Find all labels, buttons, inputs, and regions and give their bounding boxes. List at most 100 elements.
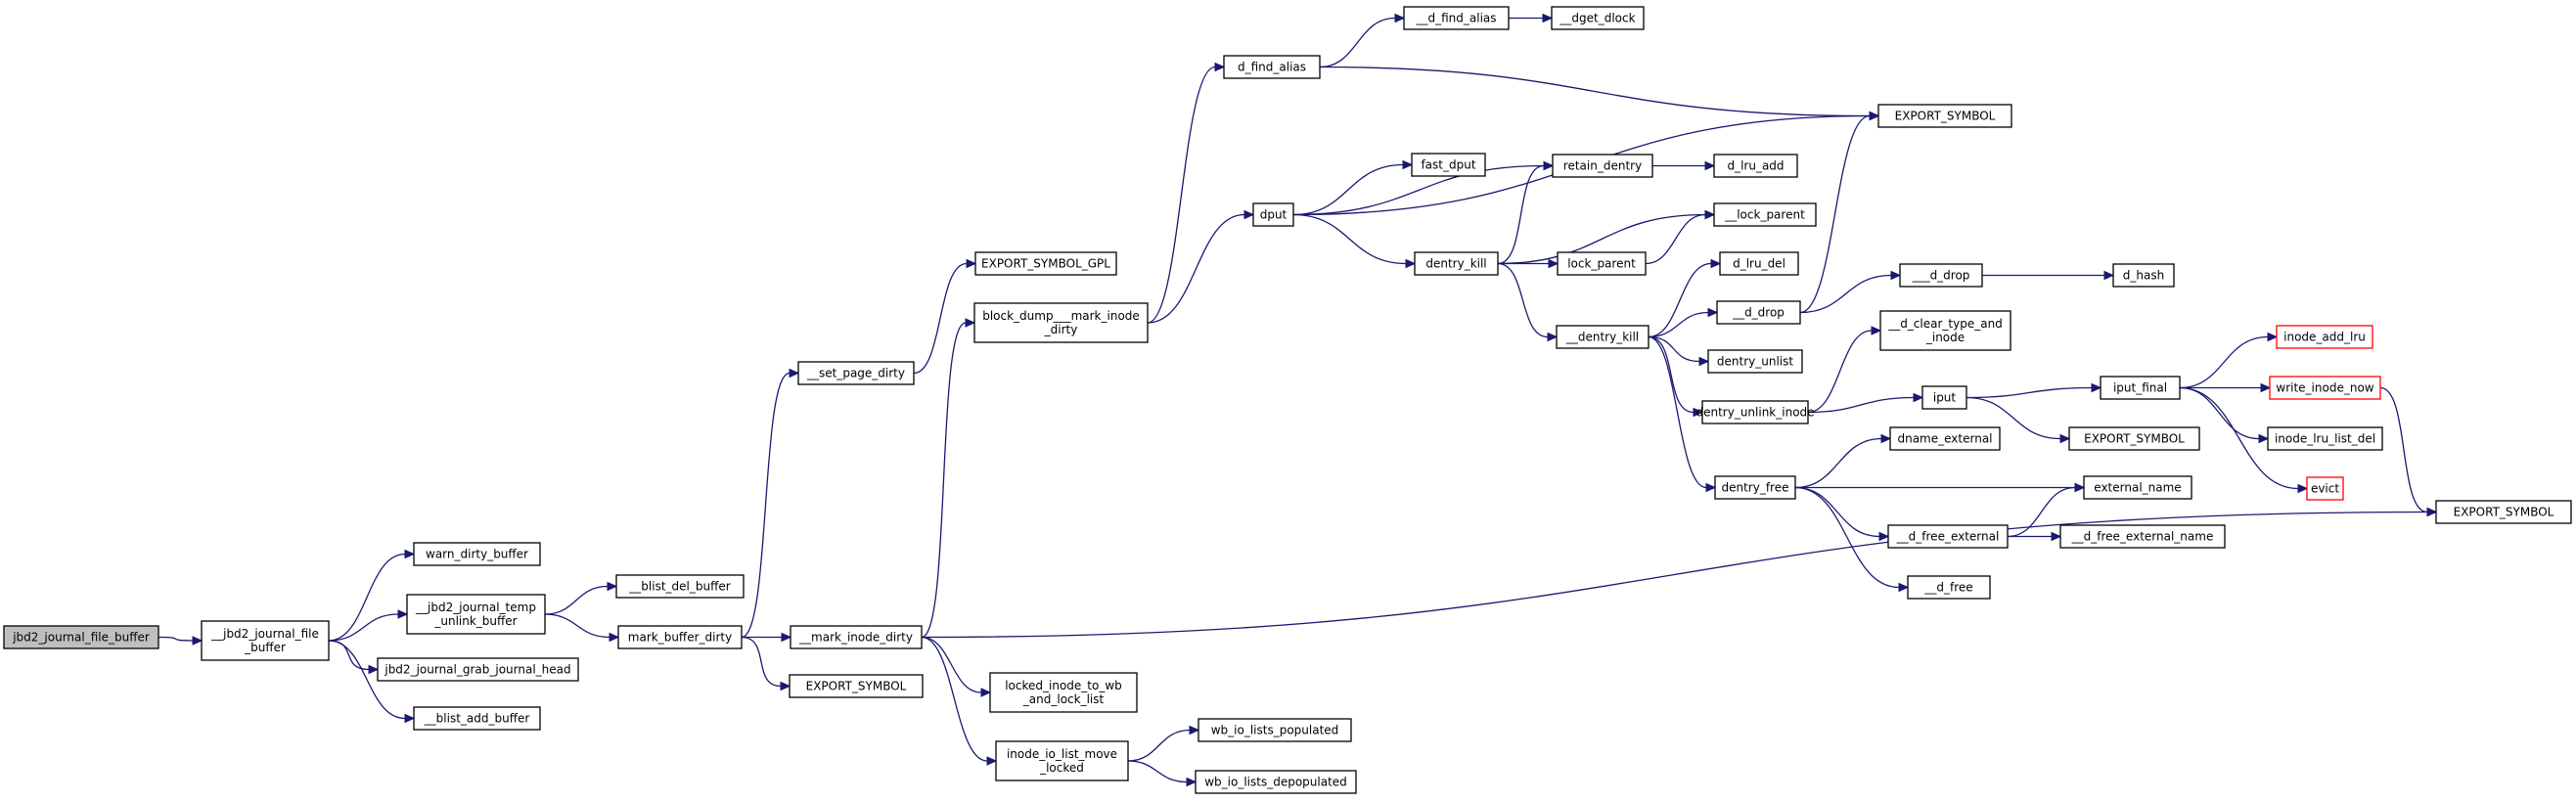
node-box: [1719, 251, 1799, 276]
node-label: __d_free: [1923, 581, 1972, 595]
function-node-d-hash[interactable]: d_hash: [2112, 263, 2175, 288]
call-edge-dput-to-fdput: [1292, 159, 1414, 216]
function-node-dentry-unlink-inode[interactable]: dentry_unlink_inode: [1695, 400, 1815, 424]
function-node-export-symbol-gpl[interactable]: EXPORT_SYMBOL_GPL: [974, 251, 1117, 276]
function-node-export-symbol[interactable]: EXPORT_SYMBOL: [1877, 104, 2012, 128]
node-box: [1899, 263, 1983, 288]
function-node-block-dump-mark-inode-dirty[interactable]: block_dump___mark_inode_dirty: [973, 302, 1149, 343]
function-node-d-clear-type-and-inode[interactable]: __d_clear_type_and_inode: [1879, 310, 2011, 351]
function-node-export-symbol[interactable]: EXPORT_SYMBOL: [2068, 426, 2200, 451]
call-edge-iputf-to-ial: [2179, 332, 2279, 389]
function-node-dentry-kill[interactable]: dentry_kill: [1414, 251, 1499, 276]
node-box: [1716, 300, 1801, 325]
function-node-write-inode-now[interactable]: write_inode_now: [2269, 376, 2381, 400]
call-edge-jfb-to-bab: [328, 640, 416, 724]
function-node-jbd2-journal-grab-journal-head[interactable]: jbd2_journal_grab_journal_head: [377, 657, 579, 682]
function-node-jbd2-journal-temp-unlink-buffer[interactable]: __jbd2_journal_temp_unlink_buffer: [406, 594, 546, 635]
function-node-iput-final[interactable]: iput_final: [2100, 376, 2181, 400]
call-edge-ddrop-to-dhash: [1981, 270, 2115, 281]
function-node-blist-add-buffer[interactable]: __blist_add_buffer: [413, 706, 541, 731]
function-node-d-find-alias[interactable]: __d_find_alias: [1403, 6, 1510, 30]
function-node-mark-buffer-dirty[interactable]: mark_buffer_dirty: [617, 625, 743, 649]
node-label: EXPORT_SYMBOL: [2084, 432, 2185, 446]
node-box: [973, 302, 1149, 343]
node-box: [617, 625, 743, 649]
node-box: [1403, 6, 1510, 30]
function-node-lock-parent[interactable]: __lock_parent: [1713, 202, 1817, 227]
function-node-jbd2-journal-file-buffer[interactable]: __jbd2_journal_file_buffer: [201, 620, 330, 661]
call-edge-iilml-to-wbd: [1127, 760, 1198, 787]
node-box: [2059, 524, 2226, 549]
call-edge-iputf-to-evict: [2179, 386, 2309, 494]
call-edge-df-to-dfe: [1794, 486, 1890, 542]
node-box: [406, 594, 546, 635]
node-label: wb_io_lists_depopulated: [1204, 776, 1347, 789]
node-label: d_lru_add: [1727, 159, 1784, 173]
node-box: [989, 672, 1138, 713]
node-label: d_find_alias: [1238, 61, 1306, 74]
function-node-external-name[interactable]: external_name: [2083, 475, 2192, 500]
node-label: __d_drop: [1732, 306, 1785, 320]
node-label: _and_lock_list: [1022, 692, 1105, 706]
function-node-evict[interactable]: evict: [2306, 476, 2344, 501]
function-node-d-find-alias[interactable]: d_find_alias: [1223, 55, 1321, 79]
function-node-iput[interactable]: iput: [1921, 385, 1967, 410]
function-node-d-free-external-name[interactable]: __d_free_external_name: [2059, 524, 2226, 549]
call-edge-dk-to-lp: [1497, 258, 1559, 269]
function-node-fast-dput[interactable]: fast_dput: [1411, 153, 1486, 177]
node-box: [1411, 153, 1486, 177]
call-edge-dk2-to-du: [1648, 335, 1710, 367]
function-node-lock-parent[interactable]: lock_parent: [1557, 251, 1647, 276]
node-label: _inode: [1925, 331, 1965, 344]
function-node-inode-add-lru[interactable]: inode_add_lru: [2276, 325, 2373, 349]
function-node-dentry-free[interactable]: dentry_free: [1714, 475, 1796, 500]
node-label: __mark_inode_dirty: [798, 631, 913, 645]
function-node-d-free[interactable]: __d_free: [1907, 575, 1991, 600]
function-node-retain-dentry[interactable]: retain_dentry: [1552, 154, 1653, 178]
function-node-dentry-unlist[interactable]: dentry_unlist: [1707, 349, 1803, 374]
node-box: [1877, 104, 2012, 128]
function-node-warn-dirty-buffer[interactable]: warn_dirty_buffer: [413, 542, 541, 566]
node-label: jbd2_journal_grab_journal_head: [384, 663, 570, 677]
call-edge-spd-to-esg: [913, 258, 977, 375]
function-node-set-page-dirty[interactable]: __set_page_dirty: [797, 361, 915, 385]
call-edge-iilml-to-wbp: [1127, 725, 1200, 762]
function-nodes: jbd2_journal_file_buffer __jbd2_journal_f…: [3, 6, 2572, 794]
function-node-export-symbol[interactable]: EXPORT_SYMBOL: [2435, 500, 2572, 524]
function-node-dput[interactable]: dput: [1252, 202, 1294, 227]
function-node-d-lru-del[interactable]: d_lru_del: [1719, 251, 1799, 276]
function-node-jbd2-journal-file-buffer[interactable]: jbd2_journal_file_buffer: [3, 625, 159, 649]
function-node-export-symbol[interactable]: EXPORT_SYMBOL: [789, 674, 924, 698]
call-edges: [158, 13, 2438, 787]
node-box: [1713, 154, 1798, 178]
call-edge-dk2-to-dld: [1648, 258, 1722, 338]
function-node-dname-external[interactable]: dname_external: [1889, 426, 2001, 451]
function-node-d-lru-add[interactable]: d_lru_add: [1713, 154, 1798, 178]
function-node-mark-inode-dirty[interactable]: __mark_inode_dirty: [790, 625, 923, 649]
function-node-inode-lru-list-del[interactable]: inode_lru_list_del: [2267, 426, 2383, 451]
function-node-dentry-kill[interactable]: __dentry_kill: [1556, 325, 1650, 349]
function-node-wb-io-lists-populated[interactable]: wb_io_lists_populated: [1198, 718, 1352, 742]
function-node-inode-io-list-move-locked[interactable]: inode_io_list_move_locked: [995, 740, 1129, 781]
node-label: EXPORT_SYMBOL: [806, 680, 907, 693]
function-node-d-drop[interactable]: ___d_drop: [1899, 263, 1983, 288]
call-edge-mbd-to-spd: [741, 368, 800, 639]
node-label: __jbd2_journal_temp: [415, 601, 536, 614]
node-box: [1714, 475, 1796, 500]
function-node-dget-dlock[interactable]: __dget_dlock: [1551, 6, 1645, 30]
function-node-locked-inode-to-wb-and-lock-list[interactable]: locked_inode_to_wb_and_lock_list: [989, 672, 1138, 713]
function-node-wb-io-lists-depopulated[interactable]: wb_io_lists_depopulated: [1195, 770, 1357, 794]
node-label: inode_add_lru: [2283, 331, 2366, 344]
node-box: [789, 674, 924, 698]
node-box: [2276, 325, 2373, 349]
node-label: inode_lru_list_del: [2275, 432, 2375, 446]
node-box: [1252, 202, 1294, 227]
node-label: __blist_del_buffer: [628, 580, 730, 594]
node-label: EXPORT_SYMBOL_GPL: [981, 257, 1110, 271]
node-box: [1551, 6, 1645, 30]
function-node-d-free-external[interactable]: __d_free_external: [1887, 524, 2009, 549]
function-node-blist-del-buffer[interactable]: __blist_del_buffer: [615, 574, 745, 599]
function-node-d-drop[interactable]: __d_drop: [1716, 300, 1801, 325]
node-box: [2083, 475, 2192, 500]
node-box: [3, 625, 159, 649]
